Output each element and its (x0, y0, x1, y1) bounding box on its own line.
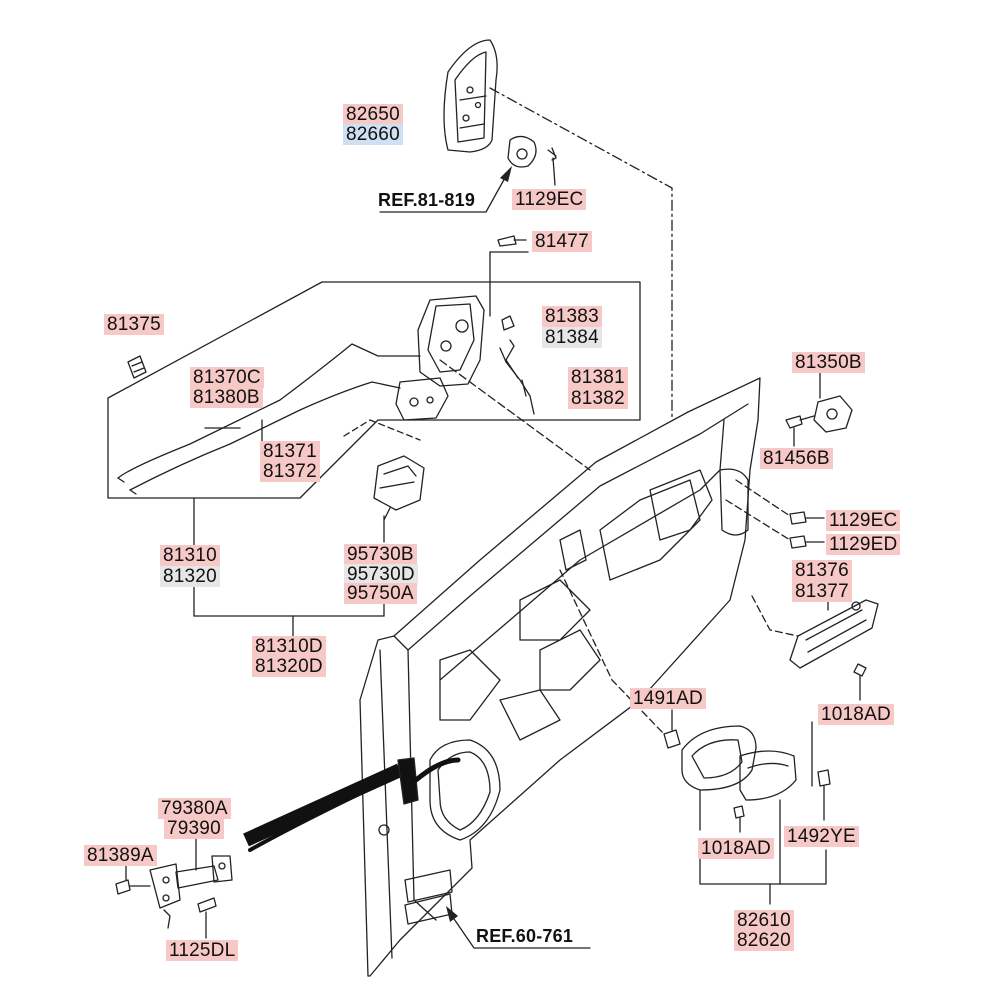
inside-door-handle-part (559, 569, 831, 833)
part-label-81389a: 81389A (84, 845, 157, 866)
door-latch-part (395, 295, 485, 421)
part-label-81370c: 81370C (190, 367, 264, 388)
part-label-82650: 82650 (343, 104, 403, 125)
part-label-79390: 79390 (164, 818, 224, 839)
part-label-81310d: 81310D (252, 636, 326, 657)
part-label-1492ye: 1492YE (784, 826, 859, 847)
bolts-1129-part (725, 479, 825, 549)
striker-part (785, 395, 853, 447)
part-label-1129ec-top: 1129EC (512, 189, 587, 210)
rod-81383-part (499, 315, 535, 415)
part-label-81383: 81383 (542, 306, 602, 327)
part-label-81382: 81382 (568, 388, 628, 409)
part-label-82660: 82660 (343, 124, 403, 145)
part-label-82620: 82620 (734, 930, 794, 951)
part-label-81320: 81320 (160, 566, 220, 587)
door-inner-panel (359, 377, 761, 977)
part-label-1125dl: 1125DL (166, 940, 239, 961)
part-label-79380a: 79380A (158, 798, 231, 819)
part-label-81377: 81377 (792, 581, 852, 602)
part-label-81371: 81371 (260, 441, 320, 462)
part-label-81384: 81384 (542, 327, 602, 348)
part-label-95730d: 95730D (344, 564, 418, 585)
inner-handle-bracket-part (443, 39, 557, 186)
part-label-82610: 82610 (734, 910, 794, 931)
part-label-81376: 81376 (792, 560, 852, 581)
door-lock-cables (117, 343, 421, 495)
part-label-1491ad: 1491AD (630, 688, 706, 709)
reference-label-60-761: REF.60-761 (476, 926, 574, 946)
door-hinge-part (115, 835, 233, 939)
part-label-81380b: 81380B (190, 387, 263, 408)
reference-label-81-819: REF.81-819 (378, 190, 476, 210)
part-label-81310: 81310 (160, 545, 220, 566)
part-label-95730b: 95730B (344, 544, 417, 565)
part-label-81320d: 81320D (252, 656, 326, 677)
part-label-95750a: 95750A (344, 583, 417, 604)
part-label-81456b: 81456B (760, 448, 833, 469)
part-label-81350b: 81350B (792, 352, 865, 373)
part-label-81477: 81477 (532, 231, 592, 252)
lock-actuator-part (373, 455, 425, 521)
part-label-81381: 81381 (568, 367, 628, 388)
part-label-81372: 81372 (260, 461, 320, 482)
part-label-81375: 81375 (104, 314, 164, 335)
part-label-1018ad: 1018AD (698, 838, 774, 859)
part-label-1129ec: 1129EC (826, 510, 901, 531)
clip-81375-part (127, 355, 147, 379)
latch-assembly-outline (107, 281, 641, 499)
part-label-1018ad-right: 1018AD (818, 704, 894, 725)
handle-bracket-part (751, 595, 879, 701)
part-label-1129ed: 1129ED (826, 534, 901, 555)
bolt-81477-part (489, 235, 529, 317)
